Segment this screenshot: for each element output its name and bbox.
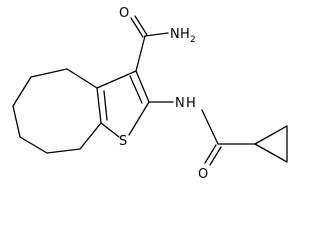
bond-c3-c2-inner xyxy=(129,75,143,104)
bond-c-o-double-b xyxy=(134,15,148,36)
cyclopropane-ring xyxy=(254,125,288,163)
atom-nh-n: N xyxy=(175,96,185,111)
amide-link xyxy=(148,101,256,166)
atom-oxygen-carbonyl: O xyxy=(198,167,208,182)
bond-s-c7a xyxy=(100,122,120,138)
bond-c-ring xyxy=(135,35,146,72)
bond-c9-c7a xyxy=(79,122,102,150)
bond-c8-c9 xyxy=(46,148,81,154)
carboxamide-group xyxy=(130,15,169,72)
atom-sulfur: S xyxy=(119,134,127,149)
bond-c-o-double-a xyxy=(130,17,144,38)
atom-oxygen-amide: O xyxy=(119,6,129,21)
bond-c3-c2 xyxy=(135,70,150,103)
bond-n-c xyxy=(201,109,219,145)
bond-co-double-a xyxy=(204,144,217,164)
atom-amine-subscript: 2 xyxy=(190,35,196,45)
bond-cp-a xyxy=(254,125,288,145)
bond-c4-c5 xyxy=(30,68,68,78)
bond-c7a-c3a xyxy=(96,87,102,124)
bond-c2-s xyxy=(128,101,150,136)
atom-nh-h: H xyxy=(186,96,196,111)
bond-cp-c xyxy=(254,143,288,163)
molecule-structure: O N H 2 N H S O xyxy=(12,6,288,182)
atom-amine-h: H xyxy=(180,27,190,42)
cycloheptane-ring xyxy=(12,68,102,154)
bond-c5-c6 xyxy=(12,76,32,107)
thiophene-ring xyxy=(96,70,150,138)
atom-amine-n: N xyxy=(170,27,180,42)
bond-c6-c7 xyxy=(12,105,21,138)
bond-c7-c8 xyxy=(19,136,48,154)
bond-c7a-c3a-inner xyxy=(103,90,108,121)
bond-c-nh2 xyxy=(144,32,169,37)
bond-c3a-c3 xyxy=(96,70,137,89)
bond-c3a-c4 xyxy=(66,68,98,89)
bond-co-double-b xyxy=(209,146,222,166)
